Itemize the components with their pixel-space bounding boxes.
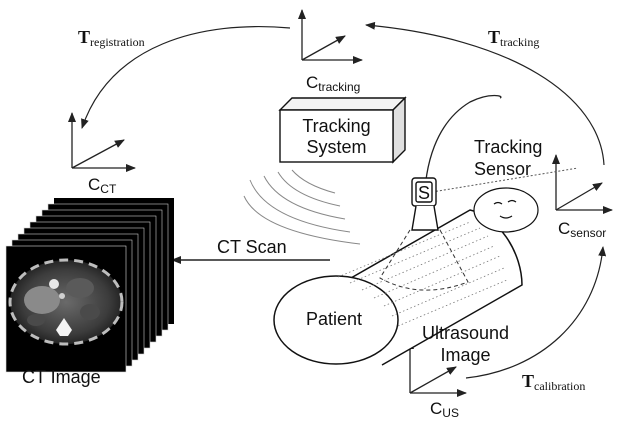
transform-calibration-label: Tcalibration bbox=[522, 372, 585, 392]
transform-tracking-main: T bbox=[488, 27, 501, 47]
transform-registration-main: T bbox=[78, 27, 91, 47]
frame-us-main: C bbox=[430, 399, 443, 418]
frame-ct-sub: CT bbox=[100, 182, 117, 196]
frame-ct-label: CCT bbox=[88, 176, 116, 195]
tracking-sensor-label: Tracking Sensor bbox=[474, 136, 542, 180]
frame-tracking-main: C bbox=[306, 73, 319, 92]
frame-sensor-main: C bbox=[558, 219, 571, 238]
frame-us-label: CUS bbox=[430, 400, 459, 419]
frame-sensor-axes bbox=[552, 154, 613, 214]
frame-tracking-axes bbox=[298, 9, 363, 64]
tracking-sensor-line2: Sensor bbox=[474, 159, 532, 179]
ct-image-label: CT Image bbox=[22, 367, 101, 387]
ultrasound-image-label: Ultrasound Image bbox=[422, 322, 509, 366]
frame-sensor-label: Csensor bbox=[558, 220, 606, 239]
tracking-system-box bbox=[278, 96, 407, 164]
patient-label: Patient bbox=[306, 309, 363, 329]
tracking-sensor-marker bbox=[411, 177, 439, 231]
frame-ct-axes bbox=[68, 112, 136, 172]
ultrasound-line2: Image bbox=[440, 345, 491, 365]
tracking-system-line1: Tracking bbox=[302, 116, 371, 136]
tracking-system-line2: System bbox=[306, 137, 367, 157]
frame-us-sub: US bbox=[442, 406, 459, 420]
transform-tracking-sub: tracking bbox=[500, 35, 540, 49]
tracking-system-label: Tracking System bbox=[280, 116, 393, 158]
ultrasound-line1: Ultrasound bbox=[422, 323, 510, 343]
frame-ct-main: C bbox=[88, 175, 101, 194]
tracking-signal-waves bbox=[243, 169, 361, 245]
patient-body bbox=[273, 209, 523, 366]
tracking-sensor-line1: Tracking bbox=[474, 137, 543, 157]
transform-calibration-sub: calibration bbox=[534, 379, 586, 393]
ct-scan-label: CT Scan bbox=[217, 237, 287, 257]
transform-registration-sub: registration bbox=[90, 35, 145, 49]
tracking-arrow bbox=[365, 21, 605, 166]
sensor-letter: S bbox=[418, 183, 431, 203]
frame-tracking-label: Ctracking bbox=[306, 74, 360, 93]
transform-registration-label: Tregistration bbox=[78, 28, 145, 48]
transform-tracking-label: Ttracking bbox=[488, 28, 539, 48]
calibration-arrow bbox=[465, 246, 607, 379]
registration-arrow bbox=[81, 25, 291, 129]
transform-calibration-main: T bbox=[522, 371, 535, 391]
frame-tracking-sub: tracking bbox=[318, 80, 361, 94]
frame-sensor-sub: sensor bbox=[570, 226, 607, 240]
sensor-dotted-line bbox=[431, 167, 579, 193]
patient-head bbox=[473, 187, 539, 233]
ct-image-stack bbox=[5, 198, 174, 373]
